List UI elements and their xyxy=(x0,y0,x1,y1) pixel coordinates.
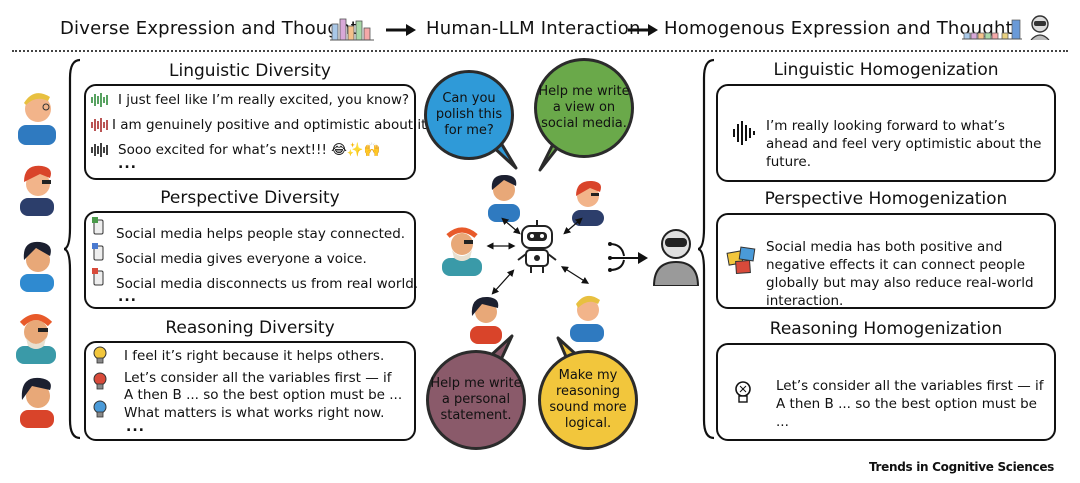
linguistic-homogenization-title: Linguistic Homogenization xyxy=(773,60,999,80)
lightbulb-yellow-icon xyxy=(93,346,107,364)
perspective-homogenization-box xyxy=(716,213,1056,309)
soundwave-green-icon xyxy=(91,93,108,107)
reasoning-diversity-title: Reasoning Diversity xyxy=(165,318,335,338)
arrow-right-icon xyxy=(628,24,658,36)
reasoning-ellipsis: ... xyxy=(126,419,145,435)
linguistic-line-3: Sooo excited for what’s next!!! 😂✨🙌 xyxy=(118,142,381,158)
reasoning-homogenization-title: Reasoning Homogenization xyxy=(769,319,1003,339)
reasoning-line-4: What matters is what works right now. xyxy=(124,405,385,421)
reasoning-line-2: Let’s consider all the variables first —… xyxy=(124,370,392,386)
person-avatar-icon xyxy=(442,227,482,276)
journal-footer: Trends in Cognitive Sciences xyxy=(868,460,1054,474)
person-avatar-icon xyxy=(20,241,54,292)
robot-head-icon xyxy=(1030,15,1050,40)
lightbulb-red-icon xyxy=(93,372,107,390)
speech-bubble-reasoning: Make my reasoning sound more logical. xyxy=(538,350,638,450)
social-phone-icon xyxy=(92,243,104,261)
header-right: Homogenous Expression and Thought xyxy=(664,18,1013,39)
reasoning-line-3: A then B ... so the best option must be … xyxy=(124,387,403,403)
reasoning-line-1: I feel it’s right because it helps other… xyxy=(124,348,385,364)
right-brace xyxy=(698,58,715,440)
left-brace xyxy=(64,58,81,440)
linguistic-line-1: I just feel like I’m really excited, you… xyxy=(118,92,410,108)
linguistic-diversity-box xyxy=(84,84,416,180)
convergence-arrow-icon xyxy=(608,242,648,272)
perspective-ellipsis: ... xyxy=(118,289,137,305)
linguistic-diversity-title: Linguistic Diversity xyxy=(169,61,331,81)
perspective-line-1: Social media helps people stay connected… xyxy=(116,226,406,242)
separator-line xyxy=(12,50,1068,52)
person-avatar-icon xyxy=(16,314,56,364)
perspective-homogenization-text: Social media has both positive and negat… xyxy=(766,239,1034,309)
reasoning-homogenization-box xyxy=(716,343,1056,441)
perspective-diversity-box xyxy=(84,211,416,309)
perspective-homogenization-title: Perspective Homogenization xyxy=(764,189,1008,209)
person-avatar-icon xyxy=(20,165,54,216)
robot-icon xyxy=(517,220,557,273)
diverse-bars-icon xyxy=(330,18,374,41)
homogenized-robot-person-icon xyxy=(652,229,700,286)
lightbulb-blue-icon xyxy=(93,400,107,418)
perspective-line-2: Social media gives everyone a voice. xyxy=(116,251,367,267)
speech-bubble-polish: Can you polish this for me? xyxy=(424,70,514,160)
person-avatar-icon xyxy=(20,377,54,428)
soundwave-black-icon xyxy=(91,143,108,157)
reasoning-homogenization-text: Let’s consider all the variables first —… xyxy=(776,378,1044,430)
perspective-line-3: Social media disconnects us from real wo… xyxy=(116,276,419,292)
speech-bubble-social-media: Help me write a view on social media. xyxy=(534,58,634,158)
speech-bubble-personal-statement: Help me write a personal statement. xyxy=(426,350,526,450)
person-avatar-icon xyxy=(18,93,56,145)
interaction-arrows xyxy=(486,217,590,295)
homogenous-bars-icon xyxy=(962,19,1022,40)
soundwave-red-icon xyxy=(91,118,108,132)
soundwave-icon xyxy=(733,121,755,145)
social-phone-icon xyxy=(92,217,104,235)
person-avatar-icon xyxy=(470,296,502,344)
header-middle: Human-LLM Interaction xyxy=(426,18,641,39)
arrow-right-icon xyxy=(386,24,416,36)
reasoning-diversity-box xyxy=(84,341,416,441)
lightbulb-icon xyxy=(735,381,751,403)
perspective-diversity-title: Perspective Diversity xyxy=(160,188,340,208)
header-left: Diverse Expression and Thought xyxy=(60,18,358,39)
person-avatar-icon xyxy=(488,174,520,222)
linguistic-ellipsis: ... xyxy=(118,156,137,172)
social-media-collage-icon xyxy=(726,246,756,275)
linguistic-homogenization-box xyxy=(716,84,1056,182)
person-avatar-icon xyxy=(570,295,604,342)
social-phone-icon xyxy=(92,268,104,286)
linguistic-homogenization-text: I’m really looking forward to what’s ahe… xyxy=(766,118,1042,170)
linguistic-line-2: I am genuinely positive and optimistic a… xyxy=(112,117,431,133)
